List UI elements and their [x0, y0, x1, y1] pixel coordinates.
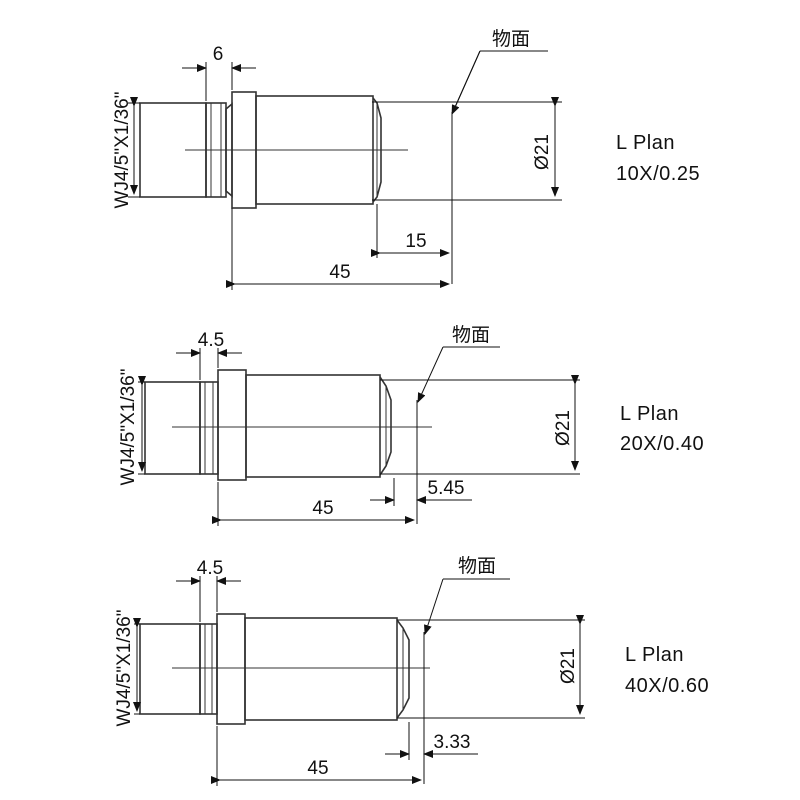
flange-dim: 6: [213, 44, 224, 65]
thread-label: WJ4/5"X1/36": [114, 610, 135, 727]
diameter-label: Ø21: [553, 410, 574, 446]
length-dim: 45: [307, 758, 328, 779]
thread-label: WJ4/5"X1/36": [118, 369, 139, 486]
object-side-label: 物面: [458, 555, 496, 577]
working-distance-dim: 3.33: [434, 732, 471, 753]
objective-20x: WJ4/5"X1/36" 4.5 物面 Ø21 5.45 45 L Plan 2…: [118, 324, 704, 526]
length-dim: 45: [329, 262, 350, 283]
diameter-label: Ø21: [558, 648, 579, 684]
objective-body: [139, 613, 430, 725]
spec-line2: 20X/0.40: [620, 433, 704, 455]
spec-line2: 10X/0.25: [616, 163, 700, 185]
spec-line1: L Plan: [620, 403, 679, 425]
length-dim: 45: [312, 498, 333, 519]
flange-dim: 4.5: [198, 330, 224, 351]
objective-40x: WJ4/5"X1/36" 4.5 物面 Ø21 3.33 45 L Plan 4…: [114, 555, 709, 786]
diameter-label: Ø21: [532, 134, 553, 170]
flange-dim: 4.5: [197, 558, 223, 579]
spec-line1: L Plan: [625, 644, 684, 666]
spec-line2: 40X/0.60: [625, 675, 709, 697]
working-distance-dim: 15: [405, 231, 426, 252]
thread-label: WJ4/5"X1/36": [112, 92, 133, 209]
object-side-label: 物面: [452, 324, 490, 346]
objective-body: [139, 91, 408, 209]
objective-body: [144, 369, 432, 481]
working-distance-dim: 5.45: [428, 478, 465, 499]
objective-10x: WJ4/5"X1/36" 6 物面 Ø21 15 45 L Plan 10X/0…: [112, 28, 700, 290]
object-side-label: 物面: [492, 28, 530, 50]
spec-line1: L Plan: [616, 132, 675, 154]
